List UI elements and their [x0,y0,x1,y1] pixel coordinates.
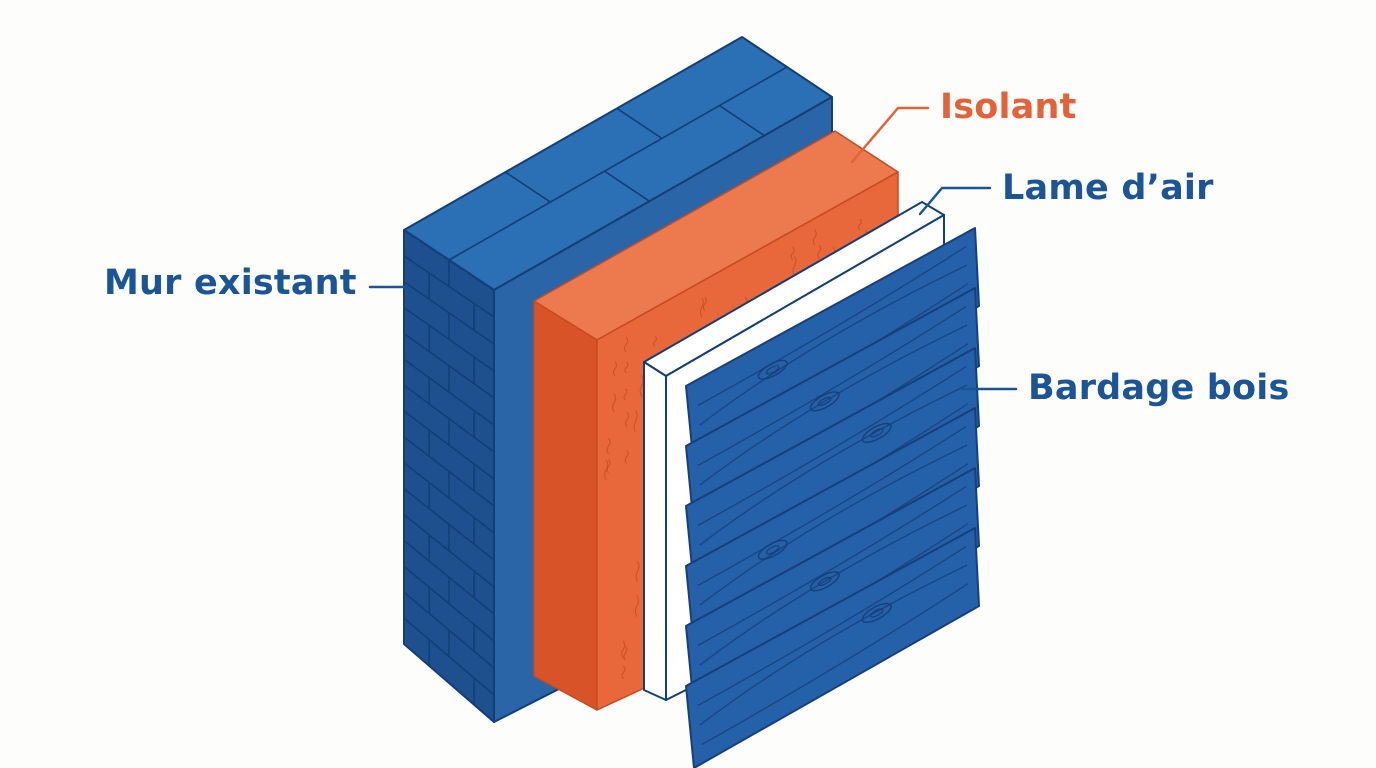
insulation-fiber [857,218,862,231]
insulation-fiber [635,560,640,582]
wood-grain-line [697,305,967,467]
insulation-fiber [621,665,626,680]
insulation-fiber [699,297,704,318]
insulation-fiber [604,459,609,481]
insulation-fiber [606,459,611,474]
wood-siding-layer [685,227,980,768]
insulation-side-face [533,300,598,711]
insulation-fiber [624,361,629,374]
insulation-fiber [621,640,626,659]
wood-knot-core [869,608,884,618]
wood-knot-core [765,365,780,375]
top-block-joint [504,171,551,203]
wood-knot [861,422,892,443]
wood-grain-line [699,384,968,546]
top-block-joint [718,104,765,137]
wood-grain-line [697,485,967,647]
wood-knot-core [817,576,832,587]
insulation-fiber [817,244,822,259]
top-block-joint [604,170,650,202]
insulation-fiber [634,595,639,617]
air-gap-side-face [643,361,667,701]
wood-grain-line [697,245,967,407]
insulation-fiber [790,246,795,261]
wood-grain-line [699,324,968,486]
insulation-fiber [792,256,797,276]
wood-grain-line [699,444,968,606]
wood-grain-line [697,365,967,527]
wood-knot [757,359,788,380]
wood-knot-core [817,396,832,407]
wood-grain-line [697,545,967,707]
wood-knot [809,571,840,592]
insulation-fiber [652,335,658,347]
insulation-fiber [606,438,611,455]
wood-knot [861,602,892,623]
wood-grain-line [699,564,968,726]
insulation-fiber [639,374,644,398]
insulation-fiber [702,296,707,312]
wood-grain-line [699,504,968,666]
siding-board [685,527,980,768]
wall-brick-joints [403,66,788,705]
insulation-fiber [612,361,618,377]
insulation-leader-line [850,106,930,164]
siding-board-face [685,527,980,768]
wood-knot [757,539,788,560]
wood-knot-core [765,545,780,555]
wood-knot [809,391,840,412]
insulation-fiber [623,336,629,353]
insulation-fiber [624,450,629,464]
top-block-joint [616,107,663,140]
insulation-fiber [633,410,638,433]
wall-label: Mur existant [104,263,357,303]
wood-knot-core [869,428,884,438]
air-gap-leader-line [918,186,992,216]
insulation-fiber [624,411,630,428]
siding-label: Bardage bois [1028,368,1290,408]
top-block-joint [448,66,788,261]
insulation-fiber [612,393,617,413]
wood-grain-line [701,583,969,746]
insulation-fiber [812,229,817,246]
air-gap-label: Lame d’air [1002,168,1214,208]
insulation-fiber [623,388,628,401]
insulation-fiber [623,645,628,661]
insulation-label: Isolant [940,87,1077,127]
label-leader-lines [368,106,1018,391]
wood-grain-line [699,264,968,426]
wood-grain-line [697,425,967,587]
